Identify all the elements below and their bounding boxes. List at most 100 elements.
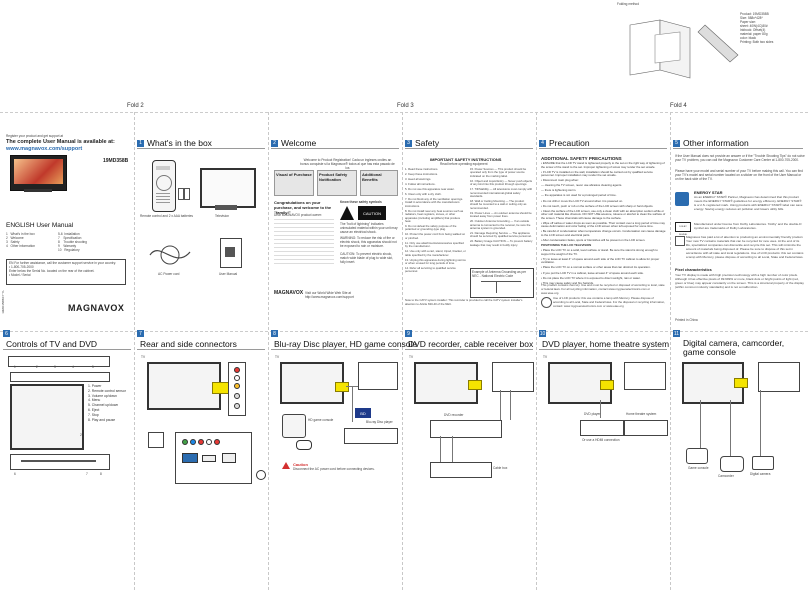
dvdhome-tv-label: TV (543, 355, 548, 359)
game-console-image (686, 448, 708, 464)
dvdrec-tv-rear (492, 362, 534, 392)
cover-toc-left: 1 What's in the box 2 Welcome 3 Safety 4… (6, 232, 36, 248)
bluray-tv-label: TV (275, 355, 280, 359)
digital-highlight (734, 378, 748, 388)
welcome-col3: Additional Benefits (360, 170, 398, 196)
folding-method-label: Folding method (617, 2, 639, 6)
box-item-remote: Remote control and 2 x AAA batteries (140, 214, 193, 218)
dvdhome-home-label: Home theatre system (626, 412, 657, 416)
welcome-know-symbols: Know these safety symbols (340, 200, 382, 204)
dvdrec-tv-diagram (414, 362, 478, 404)
home-theatre-image (624, 420, 668, 436)
welcome-warning: WARNING: To reduce the risk of fire or e… (340, 236, 397, 248)
section-9-header: 9 (405, 330, 412, 337)
user-manual-image (220, 238, 242, 268)
power-outlet (148, 432, 164, 448)
other-p1: If the User Manual does not provide an a… (675, 154, 805, 162)
box-item-power-cord: AC Power cord (158, 272, 180, 276)
caution-box: CAUTION (358, 206, 386, 220)
dvd-recorder-image (430, 420, 502, 438)
bluray-bd-label: Blu-ray Disc player (366, 420, 393, 424)
hd-game-console-image (282, 414, 306, 438)
welcome-caution-note: CAUTION: To prevent electric shock, matc… (340, 252, 393, 264)
welcome-bolt-caption: The "bolt of lightning" indicates uninsu… (340, 222, 398, 234)
dvdhome-highlight (600, 380, 614, 390)
welcome-congrats: Congratulations on your purchase, and we… (274, 200, 332, 215)
cover-intro: The complete User Manual is available at… (6, 139, 115, 145)
box-item-user-manual: User Manual (219, 272, 238, 276)
tv-image (200, 168, 256, 208)
welcome-visit: Visit our World Wide Web Site at http://… (305, 291, 354, 299)
control-label-6: 6 (14, 472, 16, 476)
dvd-player-image (580, 420, 624, 436)
control-bar (10, 372, 110, 382)
dvdhome-dvd-label: DVD player (584, 412, 601, 416)
cover-url[interactable]: www.magnavox.com/support (6, 146, 83, 152)
antenna-grounding-diagram: Example of Antenna Grounding as per NEC … (470, 268, 534, 298)
digital-tv-side (758, 362, 800, 392)
rear-tv-diagram (147, 362, 221, 410)
energy-star-icon (675, 192, 689, 206)
energy-star-title: ENERGY STAR (694, 190, 723, 195)
section-6-header: 6 (3, 330, 10, 337)
eco-icon (675, 236, 685, 246)
dvdhome-tv-diagram (548, 362, 612, 404)
welcome-body-lines (274, 219, 334, 264)
precaution-head: ADDITIONAL SAFETY PRECAUTIONS (541, 156, 622, 161)
box-item-television: Television (215, 214, 229, 218)
bluray-player-image (344, 428, 398, 444)
safety-head: IMPORTANT SAFETY INSTRUCTIONS (430, 157, 502, 162)
dvd-slot-strip (10, 454, 110, 470)
power-cord-image (149, 245, 191, 265)
dvdhome-note: Or use a HDMI connection (582, 438, 620, 442)
folding-diagram (629, 19, 739, 79)
cover-edge-code: 19MD358B/F7 YL (1, 290, 5, 314)
section-7-title: Rear and side connectors (140, 339, 237, 349)
control-side-label: 2 (80, 433, 82, 437)
pixel-title: Pixel characteristics (675, 268, 712, 272)
camcorder-image (720, 456, 744, 472)
tv-front-diagram (10, 384, 84, 450)
dvdrec-rec-label: DVD recorder (444, 413, 464, 417)
dolby-text: Manufactured under license from Dolby La… (694, 222, 802, 230)
dolby-logo: DOLBY DIGITAL (675, 222, 691, 236)
bluray-tv-rear (358, 362, 398, 390)
cover-title: ENGLISH User Manual (6, 222, 74, 229)
safety-list-right: 15. Power Sources — This product should … (470, 167, 533, 247)
energy-star-text: As an ENERGY STAR® Partner, Magnavox has… (694, 195, 803, 211)
digital-game-label: Game console (688, 466, 709, 470)
remote-control-image (152, 160, 176, 212)
digital-camera-image (752, 456, 774, 470)
side-connector-panel (228, 362, 246, 416)
cable-box-image (430, 462, 492, 478)
cover-model: 19MD358B (103, 158, 129, 164)
safety-list-left: 1. Read these instructions.2. Keep these… (405, 167, 466, 274)
fold-3-label: Fold 3 (397, 103, 414, 109)
antenna-jack (256, 470, 266, 480)
control-label-3: 3 (54, 365, 56, 369)
section-10-header: 10 (539, 330, 546, 337)
bluray-hd-label: HD game console (308, 418, 334, 422)
section-6-title: Controls of TV and DVD (6, 339, 98, 349)
lightning-warning-icon (340, 206, 354, 220)
other-p2: Please have your model and serial number… (675, 169, 803, 181)
control-label-7: 7 (86, 472, 88, 476)
rear-connector-panel (175, 432, 252, 484)
welcome-head: Welcome to Product Registration! Cada un… (300, 158, 395, 170)
rear-tv-label: TV (141, 355, 146, 359)
bluray-highlight (335, 382, 349, 392)
control-label-5: 5 (92, 365, 94, 369)
section-9-title: DVD recorder, cable receiver box (408, 339, 534, 349)
fold-2-label: Fold 2 (127, 103, 144, 109)
bluray-caution: Caution Disconnect the AC power cord bef… (282, 462, 375, 471)
welcome-col2: Product Safety Notification (317, 170, 357, 196)
printed-in: Printed in China (675, 318, 698, 322)
section-11-header: 11 (673, 330, 680, 337)
dvdrec-tv-label: TV (409, 355, 414, 359)
bluray-logo: BD (355, 408, 371, 418)
